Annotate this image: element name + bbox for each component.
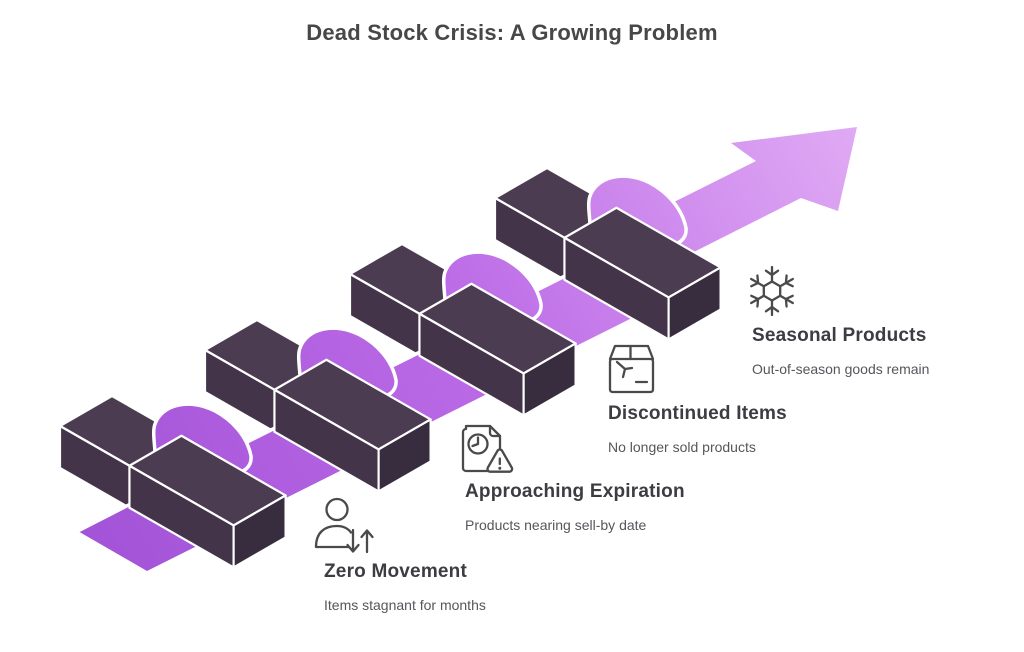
item-heading: Discontinued Items [608, 403, 787, 424]
person-body [314, 524, 353, 549]
box-crack [615, 360, 634, 379]
stage-item-zero-movement: Zero Movement Items stagnant for months [314, 493, 594, 613]
block-4-front [563, 206, 722, 341]
snowflake-spoke [750, 294, 765, 308]
person-head [325, 497, 349, 522]
block-3-front [418, 282, 577, 417]
item-description: Items stagnant for months [324, 597, 486, 613]
item-description: Products nearing sell-by date [465, 517, 647, 533]
item-description: No longer sold products [608, 439, 756, 455]
block-1-front [128, 434, 287, 569]
warning-dot [498, 466, 502, 470]
item-heading: Approaching Expiration [465, 481, 685, 502]
block-end-face [522, 342, 577, 417]
snowflake-spoke [764, 299, 780, 317]
person-arrows-icon [314, 497, 374, 554]
clock-hands [471, 436, 480, 448]
snowflake-core [762, 280, 782, 302]
stage-item-seasonal-products: Seasonal Products Out-of-season goods re… [750, 263, 1022, 377]
package-box-icon [608, 344, 655, 394]
stage-item-discontinued-items: Discontinued Items No longer sold produc… [608, 339, 878, 455]
snowflake-spoke [779, 274, 794, 288]
arrow-down [346, 528, 360, 553]
item-heading: Seasonal Products [752, 325, 927, 346]
arrow-up [360, 529, 374, 554]
item-heading: Zero Movement [324, 561, 468, 582]
block-2-front [273, 358, 432, 493]
box-body [608, 357, 655, 394]
block-end-face [377, 418, 432, 493]
block-end-face [232, 494, 287, 569]
snowflake-spoke [779, 294, 794, 308]
clock-face [467, 433, 489, 455]
block-end-face [667, 266, 722, 341]
page-title: Dead Stock Crisis: A Growing Problem [306, 20, 718, 45]
snowflake-spoke [764, 265, 780, 283]
ribbon-arrowhead [660, 127, 857, 259]
item-description: Out-of-season goods remain [752, 361, 930, 377]
snowflake-spoke [750, 274, 765, 288]
document-fold [488, 424, 502, 438]
snowflake-icon [750, 265, 794, 317]
stage-item-approaching-expiration: Approaching Expiration Products nearing … [461, 419, 735, 533]
document-clock-warning-icon [461, 424, 514, 473]
